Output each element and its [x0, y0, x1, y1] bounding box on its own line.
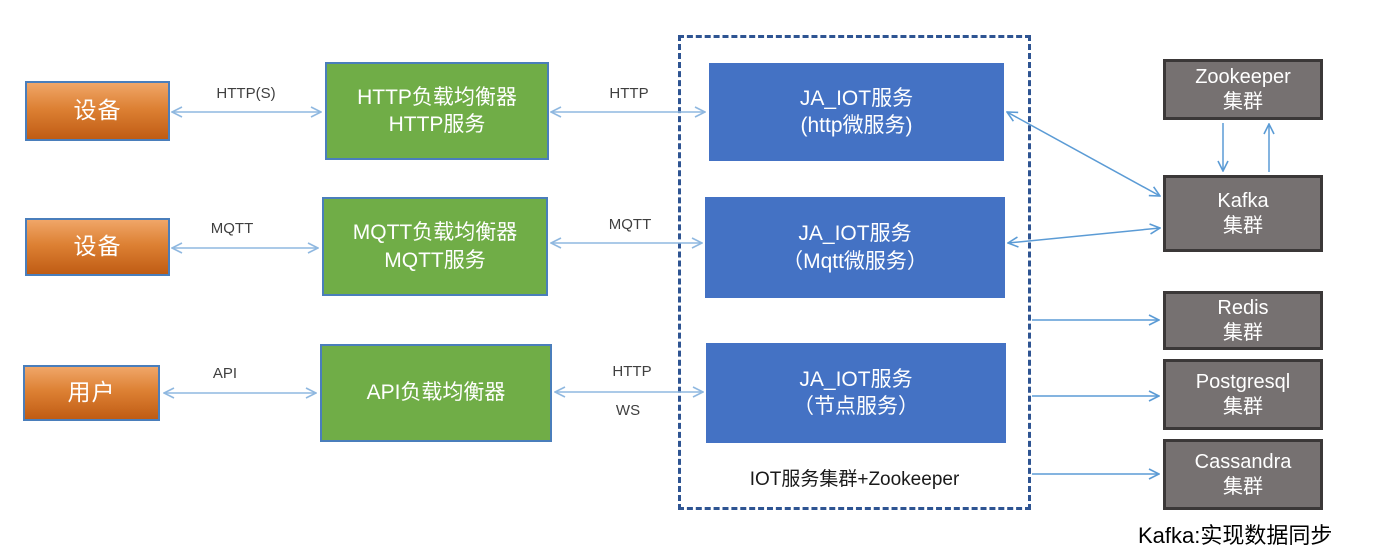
zookeeper-cluster-node: Zookeeper 集群 [1163, 59, 1323, 120]
edge-label-http-row3: HTTP [612, 363, 652, 380]
device-http-node: 设备 [25, 81, 170, 141]
ja-iot-mqtt-line2: （Mqtt微服务） [782, 249, 928, 273]
cassandra-line1: Cassandra [1194, 450, 1292, 473]
edge-label-mqtt-mid: MQTT [608, 216, 652, 233]
mqtt-load-balancer-node: MQTT负载均衡器 MQTT服务 [322, 197, 548, 296]
kafka-cluster-node: Kafka 集群 [1163, 175, 1323, 252]
postgresql-line1: Postgresql [1195, 370, 1291, 393]
api-lb-line1: API负载均衡器 [366, 381, 506, 405]
kafka-line1: Kafka [1217, 189, 1269, 212]
postgresql-line2: 集群 [1223, 395, 1263, 418]
cassandra-cluster-node: Cassandra 集群 [1163, 439, 1323, 510]
redis-line1: Redis [1217, 296, 1269, 319]
mqtt-lb-line1: MQTT负载均衡器 [352, 221, 518, 245]
redis-line2: 集群 [1223, 321, 1263, 344]
http-lb-line2: HTTP服务 [388, 113, 486, 136]
postgresql-cluster-node: Postgresql 集群 [1163, 359, 1323, 430]
user-label: 用户 [67, 379, 116, 406]
zookeeper-line1: Zookeeper [1195, 65, 1291, 88]
edge-label-ws: WS [615, 402, 641, 419]
cassandra-line2: 集群 [1223, 475, 1263, 498]
ja-iot-node-line2: （节点服务） [793, 395, 919, 418]
kafka-footnote: Kafka:实现数据同步 [1138, 523, 1333, 548]
ja-iot-http-line1: JA_IOT服务 [799, 86, 914, 110]
api-load-balancer-node: API负载均衡器 [320, 344, 552, 442]
ja-iot-node-line1: JA_IOT服务 [799, 367, 913, 391]
edge-label-api: API [212, 365, 238, 382]
ja-iot-mqtt-service-node: JA_IOT服务 （Mqtt微服务） [705, 197, 1005, 298]
device-http-label: 设备 [73, 97, 122, 124]
mqtt-lb-line2: MQTT服务 [384, 248, 486, 272]
ja-iot-http-service-node: JA_IOT服务 (http微服务) [709, 63, 1004, 161]
ja-iot-http-line2: (http微服务) [800, 114, 913, 137]
iot-cluster-container [678, 35, 1031, 510]
edge-label-http-row1: HTTP [609, 85, 649, 102]
ja-iot-node-service-node: JA_IOT服务 （节点服务） [706, 343, 1006, 443]
ja-iot-mqtt-line1: JA_IOT服务 [798, 222, 912, 246]
http-lb-line1: HTTP负载均衡器 [357, 85, 517, 109]
kafka-line2: 集群 [1223, 214, 1263, 237]
zookeeper-line2: 集群 [1223, 90, 1263, 113]
redis-cluster-node: Redis 集群 [1163, 291, 1323, 350]
device-mqtt-node: 设备 [25, 218, 170, 276]
user-node: 用户 [23, 365, 160, 421]
http-load-balancer-node: HTTP负载均衡器 HTTP服务 [325, 62, 549, 160]
iot-cluster-container-label: IOT服务集群+Zookeeper [749, 469, 960, 490]
edge-label-mqtt-left: MQTT [210, 220, 254, 237]
edge-label-https: HTTP(S) [216, 85, 276, 102]
device-mqtt-label: 设备 [73, 233, 122, 260]
